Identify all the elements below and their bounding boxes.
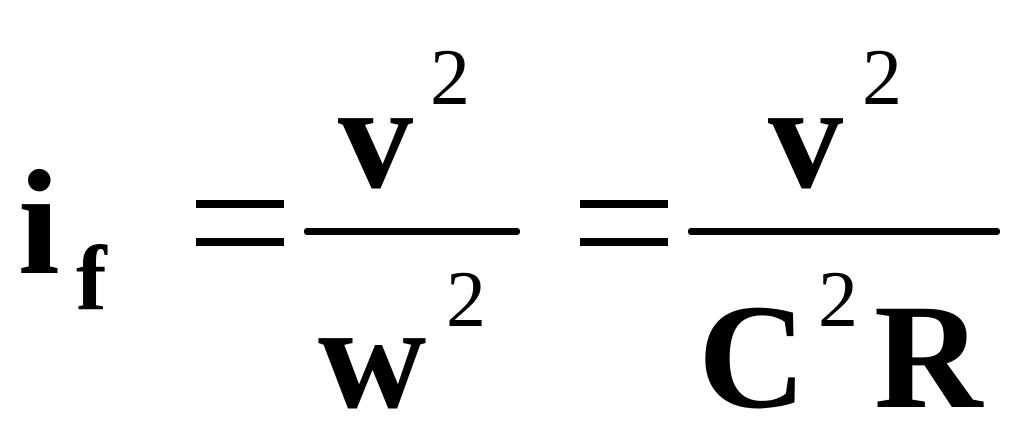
right-numerator-exponent: 2 (862, 34, 902, 122)
formula: i f v 2 w 2 v 2 C 2 R (18, 34, 1000, 432)
middle-numerator-exponent: 2 (430, 34, 470, 122)
right-denominator-first: C (698, 274, 807, 440)
right-numerator-base: v (768, 54, 843, 220)
lhs-subscript: f (76, 227, 107, 329)
right-denominator-second: R (874, 274, 983, 440)
middle-denominator-exponent: 2 (446, 256, 486, 344)
middle-numerator-base: v (338, 54, 413, 220)
right-denominator-exponent: 2 (818, 256, 858, 344)
right-fraction-bar (688, 228, 1000, 235)
lhs-base: i (18, 140, 60, 306)
middle-denominator-base: w (318, 274, 427, 440)
middle-fraction-bar (304, 228, 520, 235)
